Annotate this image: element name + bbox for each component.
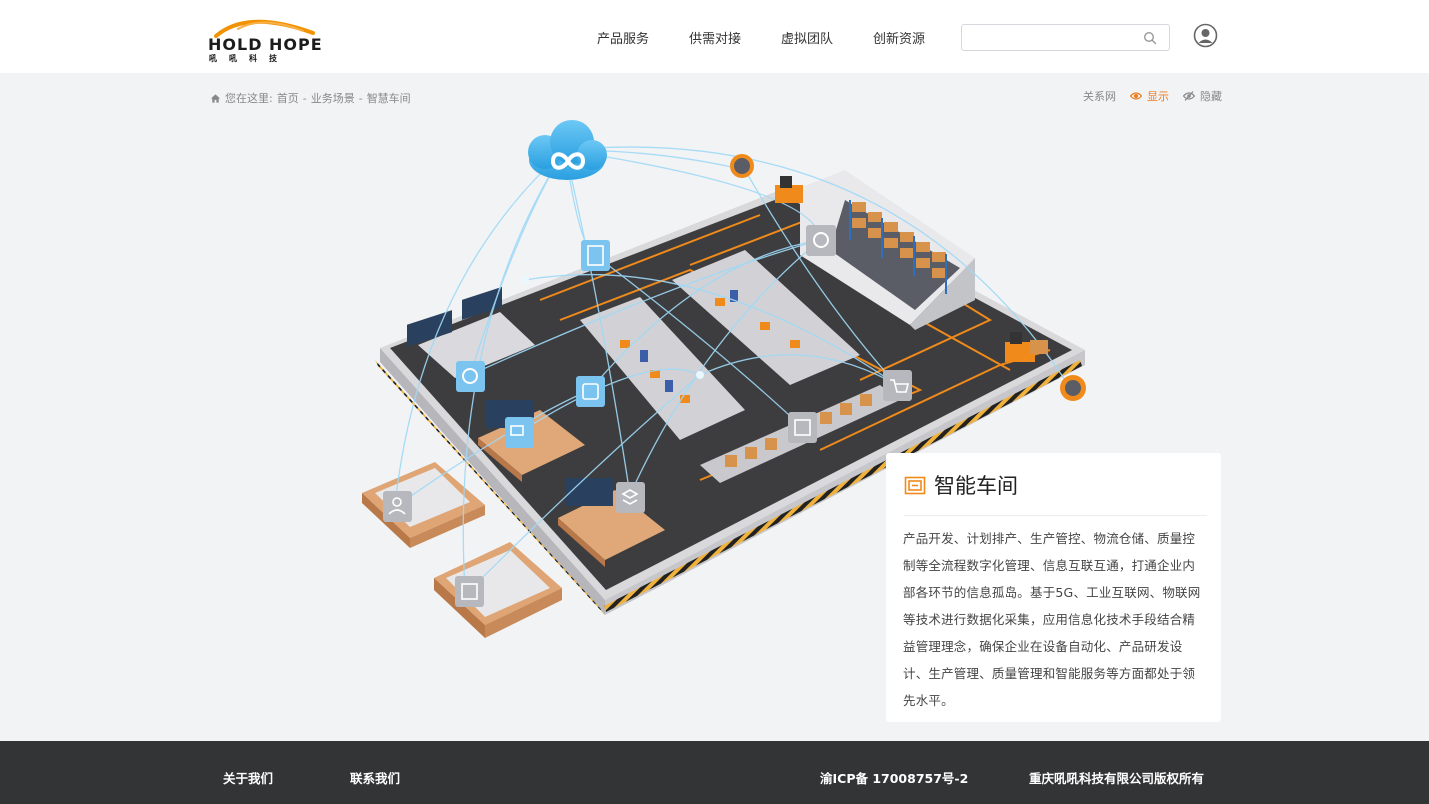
forklift-icon (775, 176, 1048, 362)
rfid-location-pin-icon (730, 154, 754, 178)
footer-icp-link[interactable]: 渝ICP备 17008757号-2 (820, 771, 969, 786)
org-chart-tile-icon (455, 576, 484, 607)
delivery-truck-tile-icon (505, 417, 534, 448)
search-box (961, 24, 1170, 51)
eye-icon (1130, 92, 1142, 100)
location-pin-icon (1060, 375, 1086, 401)
footer-contact-link[interactable]: 联系我们 (350, 771, 401, 786)
nav-item-innovation-resources[interactable]: 创新资源 (873, 32, 926, 47)
database-tile-icon (576, 376, 605, 407)
warehouse-racks (800, 170, 975, 330)
network-label: 关系网 (1083, 90, 1116, 103)
show-label: 显示 (1147, 90, 1169, 103)
page-footer: 关于我们 联系我们 渝ICP备 17008757号-2 重庆吼吼科技有限公司版权… (0, 741, 1429, 804)
nav-item-product-service[interactable]: 产品服务 (597, 32, 650, 47)
clipboard-tile-icon (581, 240, 610, 271)
user-icon[interactable] (1193, 23, 1218, 48)
main-nav: 产品服务 供需对接 虚拟团队 创新资源 (597, 28, 965, 47)
top-header: HOLD HOPE 吼吼科技 产品服务 供需对接 虚拟团队 创新资源 (0, 0, 1429, 73)
show-network-button[interactable]: 显示 (1130, 88, 1169, 104)
breadcrumb-current: 智慧车间 (366, 92, 411, 105)
search-icon[interactable] (1143, 31, 1157, 45)
calendar-tile-icon (788, 412, 817, 443)
info-card-title: 智能车间 (934, 474, 1018, 498)
workshop-icon (904, 476, 926, 495)
hide-label: 隐藏 (1200, 90, 1222, 103)
person-tile-icon (383, 491, 412, 522)
breadcrumb-home[interactable]: 首页 (276, 92, 299, 105)
nav-item-supply-demand[interactable]: 供需对接 (689, 32, 742, 47)
footer-about-link[interactable]: 关于我们 (223, 771, 274, 786)
gear-tile-icon (806, 225, 836, 256)
info-card-header: 智能车间 (904, 470, 1018, 500)
network-toggle: 关系网 显示 隐藏 (1083, 88, 1222, 104)
cloud-infinity-icon (528, 120, 607, 180)
home-icon (210, 93, 221, 103)
smart-workshop-illustration (362, 120, 1086, 638)
cloud-settings-tile-icon (456, 361, 485, 392)
search-input[interactable] (968, 28, 1138, 47)
breadcrumb: 您在这里: 首页 - 业务场景 - 智慧车间 (210, 90, 415, 106)
footer-copyright: 重庆吼吼科技有限公司版权所有 (1029, 771, 1205, 786)
cart-tile-icon (883, 370, 912, 401)
breadcrumb-separator: - (302, 91, 307, 105)
eye-slash-icon (1183, 91, 1195, 101)
logo-arc-icon (214, 19, 315, 38)
hold-hope-logo[interactable]: HOLD HOPE 吼吼科技 (208, 13, 328, 63)
hide-network-button[interactable]: 隐藏 (1183, 88, 1222, 104)
layers-tile-icon (616, 482, 645, 513)
info-card-description: 产品开发、计划排产、生产管控、物流仓储、质量控制等全流程数字化管理、信息互联互通… (903, 531, 1201, 708)
breadcrumb-prefix: 您在这里: (225, 92, 273, 105)
production-lines (580, 250, 900, 483)
logo-text: HOLD HOPE (208, 35, 323, 54)
function-tiles (383, 225, 912, 607)
info-card-divider (904, 515, 1207, 516)
scene-info-card: 智能车间 产品开发、计划排产、生产管控、物流仓储、质量控制等全流程数字化管理、信… (886, 453, 1221, 722)
nav-item-virtual-team[interactable]: 虚拟团队 (781, 32, 834, 47)
logo-subtext: 吼吼科技 (209, 54, 289, 63)
breadcrumb-business-scenes[interactable]: 业务场景 (310, 92, 355, 105)
breadcrumb-separator: - (358, 91, 363, 105)
